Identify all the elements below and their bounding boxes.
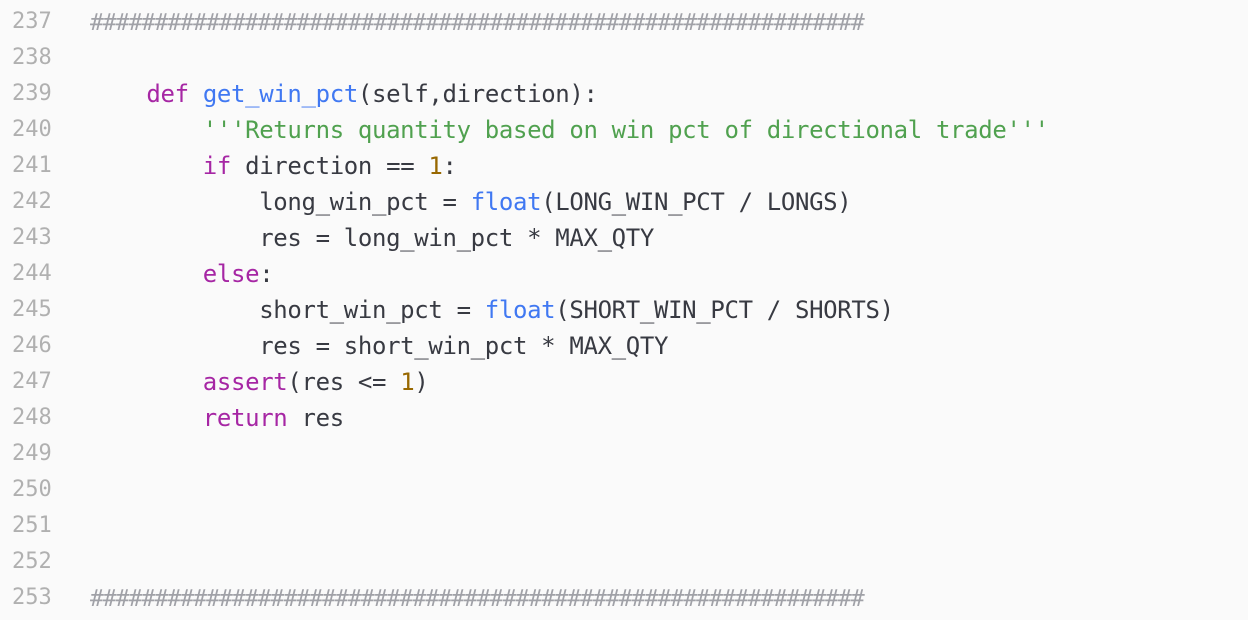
line-code[interactable]: res = long_win_pct * MAX_QTY — [90, 220, 654, 256]
line-number: 244 — [12, 261, 52, 286]
code-line[interactable]: 248 return res — [0, 400, 1248, 436]
line-number: 245 — [12, 297, 52, 322]
code-token: (SHORT_WIN_PCT / SHORTS) — [555, 296, 894, 324]
code-token: res = short_win_pct * MAX_QTY — [90, 332, 669, 360]
code-token: res = long_win_pct * MAX_QTY — [90, 224, 654, 252]
number-token: 1 — [428, 152, 443, 180]
line-code[interactable]: return res — [90, 400, 344, 436]
line-number: 246 — [12, 333, 52, 358]
code-line[interactable]: 237 #####################################… — [0, 4, 1248, 40]
number-token: 1 — [400, 368, 415, 396]
code-line[interactable]: 240 '''Returns quantity based on win pct… — [0, 112, 1248, 148]
code-line[interactable]: 244 else: — [0, 256, 1248, 292]
code-token: short_win_pct = — [90, 296, 485, 324]
code-token — [90, 116, 203, 144]
line-code[interactable]: def get_win_pct(self,direction): — [90, 76, 598, 112]
code-token — [90, 260, 203, 288]
function-token: get_win_pct — [202, 80, 358, 108]
keyword-token: def — [146, 80, 189, 108]
line-code[interactable]: short_win_pct = float(SHORT_WIN_PCT / SH… — [90, 292, 894, 328]
code-line[interactable]: 249 — [0, 436, 1248, 472]
string-token: '''Returns quantity based on win pct of … — [202, 116, 1049, 144]
code-token — [189, 80, 203, 108]
line-number: 237 — [12, 9, 52, 34]
code-token: (LONG_WIN_PCT / LONGS) — [541, 188, 852, 216]
line-number: 252 — [12, 549, 52, 574]
code-token — [90, 404, 203, 432]
line-number: 247 — [12, 369, 52, 394]
line-code[interactable]: ########################################… — [90, 4, 865, 41]
line-number: 241 — [12, 153, 52, 178]
code-line[interactable]: 247 assert(res <= 1) — [0, 364, 1248, 400]
code-line[interactable]: 250 — [0, 472, 1248, 508]
code-token: : — [259, 260, 274, 288]
line-code[interactable]: '''Returns quantity based on win pct of … — [90, 112, 1049, 148]
code-token: res — [287, 404, 345, 432]
line-code[interactable]: res = short_win_pct * MAX_QTY — [90, 328, 668, 364]
line-number: 248 — [12, 405, 52, 430]
line-number: 242 — [12, 189, 52, 214]
code-token — [90, 152, 203, 180]
function-token: float — [470, 188, 542, 216]
code-token: (self,direction): — [357, 80, 598, 108]
code-line[interactable]: 241 if direction == 1: — [0, 148, 1248, 184]
line-code[interactable]: else: — [90, 256, 274, 292]
line-code[interactable]: assert(res <= 1) — [90, 364, 429, 400]
comment-token: ########################################… — [90, 586, 865, 612]
comment-token: ########################################… — [90, 10, 865, 36]
code-line[interactable]: 252 — [0, 544, 1248, 580]
line-code[interactable]: if direction == 1: — [90, 148, 457, 184]
code-token — [90, 368, 203, 396]
keyword-token: else — [202, 260, 260, 288]
line-number: 239 — [12, 81, 52, 106]
code-token — [90, 80, 146, 108]
code-token: long_win_pct = — [90, 188, 471, 216]
code-line[interactable]: 251 — [0, 508, 1248, 544]
line-code[interactable]: long_win_pct = float(LONG_WIN_PCT / LONG… — [90, 184, 852, 220]
code-line[interactable]: 243 res = long_win_pct * MAX_QTY — [0, 220, 1248, 256]
line-number: 253 — [12, 585, 52, 610]
keyword-token: if — [202, 152, 232, 180]
code-token: (res <= — [287, 368, 401, 396]
line-code[interactable]: ########################################… — [90, 580, 865, 617]
code-line[interactable]: 242 long_win_pct = float(LONG_WIN_PCT / … — [0, 184, 1248, 220]
function-token: float — [484, 296, 556, 324]
code-token: direction == — [231, 152, 429, 180]
line-number: 240 — [12, 117, 52, 142]
line-number: 243 — [12, 225, 52, 250]
code-line[interactable]: 253 #####################################… — [0, 580, 1248, 616]
keyword-token: return — [202, 404, 288, 432]
code-line[interactable]: 239 def get_win_pct(self,direction): — [0, 76, 1248, 112]
code-line[interactable]: 245 short_win_pct = float(SHORT_WIN_PCT … — [0, 292, 1248, 328]
code-token: : — [442, 152, 457, 180]
code-line[interactable]: 238 — [0, 40, 1248, 76]
code-token: ) — [414, 368, 429, 396]
line-number: 250 — [12, 477, 52, 502]
line-number: 238 — [12, 45, 52, 70]
line-number: 251 — [12, 513, 52, 538]
keyword-token: assert — [202, 368, 288, 396]
code-line[interactable]: 246 res = short_win_pct * MAX_QTY — [0, 328, 1248, 364]
line-number: 249 — [12, 441, 52, 466]
